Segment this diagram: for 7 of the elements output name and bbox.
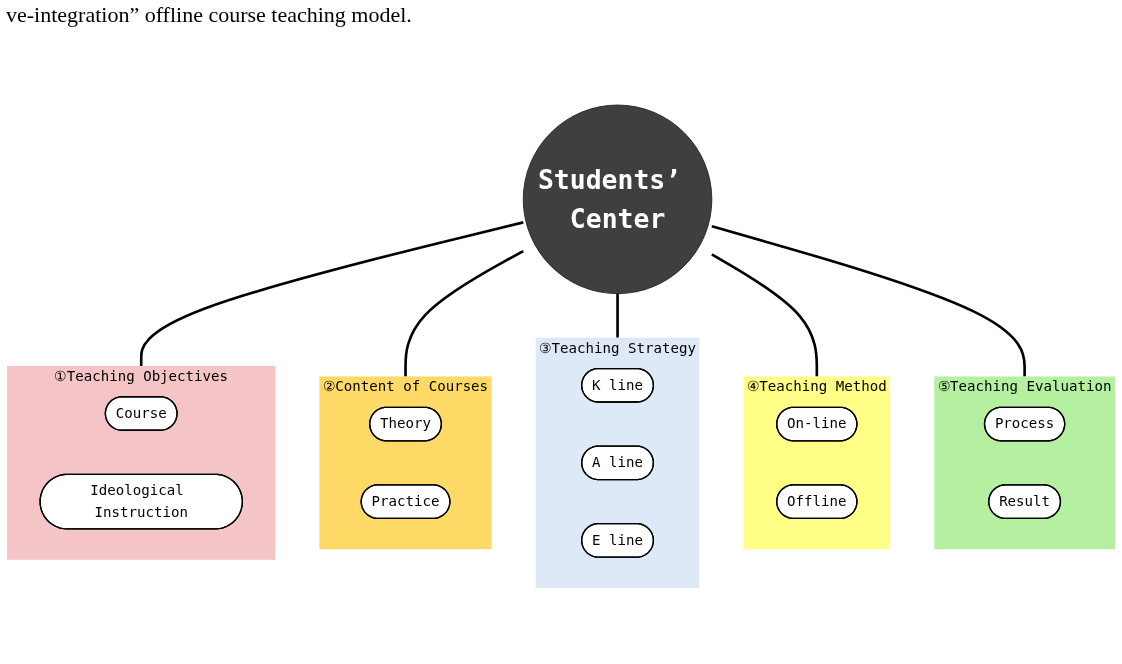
connector <box>616 294 619 339</box>
connector <box>404 250 524 377</box>
connector <box>711 225 1026 377</box>
caption: ve-integration” offline course teaching model. <box>5 1 413 29</box>
connector <box>139 221 524 367</box>
connector <box>711 253 819 377</box>
node-circle: Students’ Center <box>522 105 713 295</box>
